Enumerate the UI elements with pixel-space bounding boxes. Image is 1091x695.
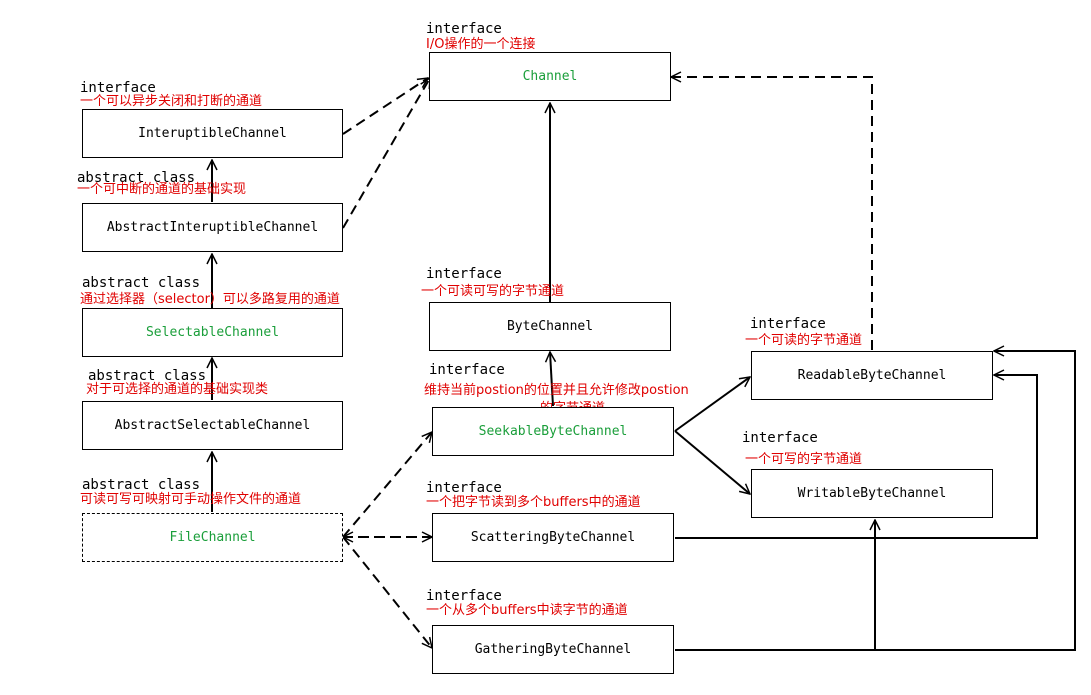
scattering-byte-channel-kind: interface xyxy=(426,480,502,496)
edge-filechannel-to-seekable xyxy=(342,432,432,538)
file-channel-desc: 可读可写可映射可手动操作文件的通道 xyxy=(80,492,302,507)
gathering-byte-channel-kind: interface xyxy=(426,588,502,604)
selectable-channel-kind: abstract class xyxy=(82,275,201,291)
gathering-byte-channel-box[interactable]: GatheringByteChannel xyxy=(432,625,674,674)
byte-channel-desc: 一个可读可写的字节通道 xyxy=(421,284,565,299)
edge-abstractinterruptible-to-channel xyxy=(342,78,431,229)
abstract-selectable-channel-box[interactable]: AbstractSelectableChannel xyxy=(82,401,343,450)
byte-channel-box[interactable]: ByteChannel xyxy=(429,302,671,351)
edge-interruptible-to-channel xyxy=(342,78,428,135)
interruptible-channel-desc: 一个可以异步关闭和打断的通道 xyxy=(80,94,263,109)
abstract-interruptible-channel-kind: abstract class xyxy=(77,170,196,186)
selectable-channel-box[interactable]: SelectableChannel xyxy=(82,308,343,357)
abstract-selectable-channel-kind: abstract class xyxy=(88,368,207,384)
edge-scattering-to-readable xyxy=(675,375,1038,539)
abstract-interruptible-channel-desc: 一个可中断的通道的基础实现 xyxy=(77,182,247,197)
abstract-interruptible-channel-box[interactable]: AbstractInteruptibleChannel xyxy=(82,203,343,252)
byte-channel-kind: interface xyxy=(426,266,502,282)
scattering-byte-channel-box[interactable]: ScatteringByteChannel xyxy=(432,513,674,562)
channel-box[interactable]: Channel xyxy=(429,52,671,101)
edge-filechannel-to-gathering xyxy=(342,536,432,648)
seekable-byte-channel-kind: interface xyxy=(429,362,505,378)
readable-byte-channel-desc: 一个可读的字节通道 xyxy=(745,333,863,348)
interruptible-channel-kind: interface xyxy=(80,80,156,96)
scattering-byte-channel-desc: 一个把字节读到多个buffers中的通道 xyxy=(426,495,641,510)
edge-seekable-to-writable xyxy=(674,430,750,494)
readable-byte-channel-box[interactable]: ReadableByteChannel xyxy=(751,351,993,400)
edge-seekable-to-readable xyxy=(674,377,750,432)
file-channel-kind: abstract class xyxy=(82,477,201,493)
writable-byte-channel-kind: interface xyxy=(742,430,818,446)
seekable-byte-channel-desc-line1: 维持当前postion的位置并且允许修改postion xyxy=(424,383,689,398)
selectable-channel-desc: 通过选择器（selector）可以多路复用的通道 xyxy=(80,292,340,307)
readable-byte-channel-kind: interface xyxy=(750,316,826,332)
interruptible-channel-box[interactable]: InteruptibleChannel xyxy=(82,109,343,158)
channel-kind: interface xyxy=(426,21,502,37)
abstract-selectable-channel-desc: 对于可选择的通道的基础实现类 xyxy=(86,382,269,397)
seekable-byte-channel-box[interactable]: SeekableByteChannel xyxy=(432,407,674,456)
writable-byte-channel-box[interactable]: WritableByteChannel xyxy=(751,469,993,518)
edge-seekable-to-bytechannel xyxy=(550,352,553,407)
writable-byte-channel-desc: 一个可写的字节通道 xyxy=(745,452,863,467)
channel-desc: I/O操作的一个连接 xyxy=(426,37,536,52)
edge-readable-to-channel xyxy=(671,77,873,350)
file-channel-box[interactable]: FileChannel xyxy=(82,513,343,562)
gathering-byte-channel-desc: 一个从多个buffers中读字节的通道 xyxy=(426,603,628,618)
